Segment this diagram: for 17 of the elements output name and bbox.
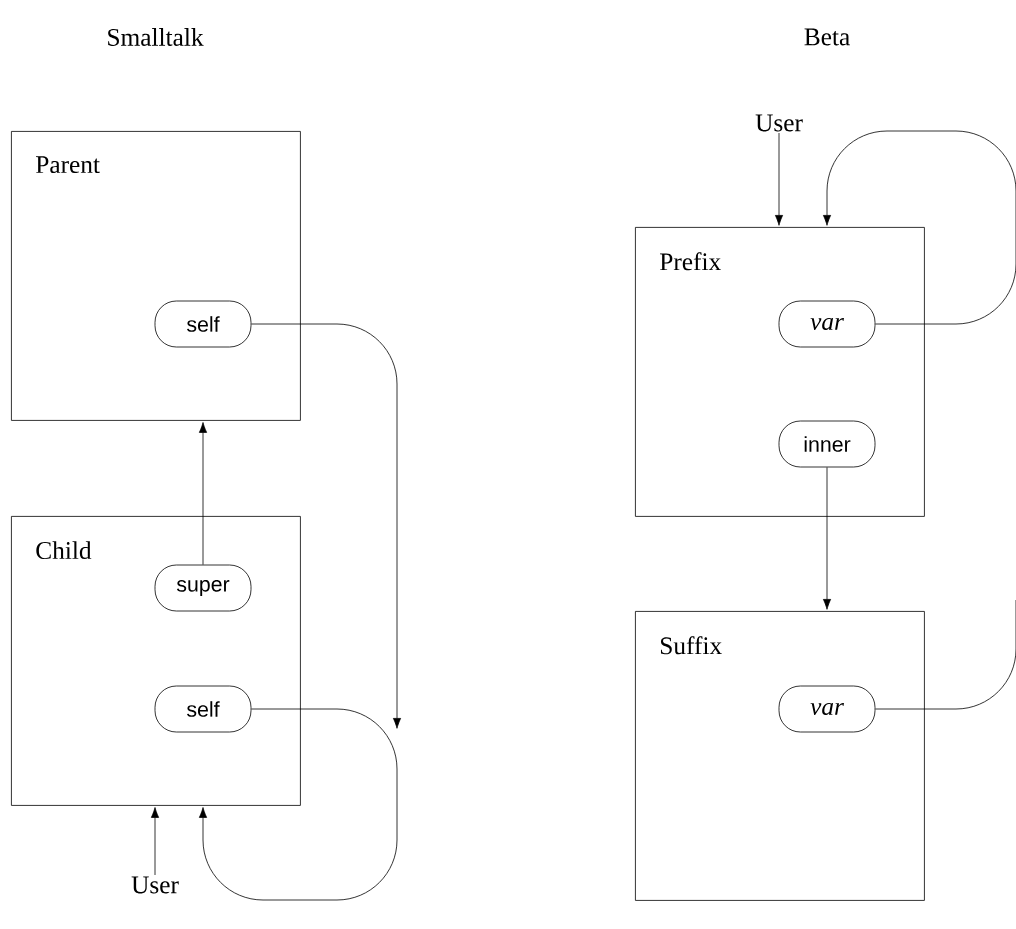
arrow: [198, 708, 398, 901]
arrow: [822, 130, 1016, 325]
heading: Smalltalk: [108, 28, 204, 46]
pill-box: super: [154, 564, 252, 612]
user-label: User: [755, 114, 803, 132]
arrow: [822, 467, 832, 610]
pill-box: inner: [778, 420, 876, 468]
arrow: [251, 323, 402, 729]
heading: Beta: [804, 28, 850, 46]
arrow: [774, 132, 784, 226]
user-label: User: [131, 876, 179, 894]
pill-box: self: [154, 685, 252, 733]
pill-box: self: [154, 300, 252, 348]
arrow: [198, 422, 208, 565]
pill-box: var: [778, 300, 876, 348]
pill-box: var: [778, 685, 876, 733]
arrow: [150, 807, 160, 876]
